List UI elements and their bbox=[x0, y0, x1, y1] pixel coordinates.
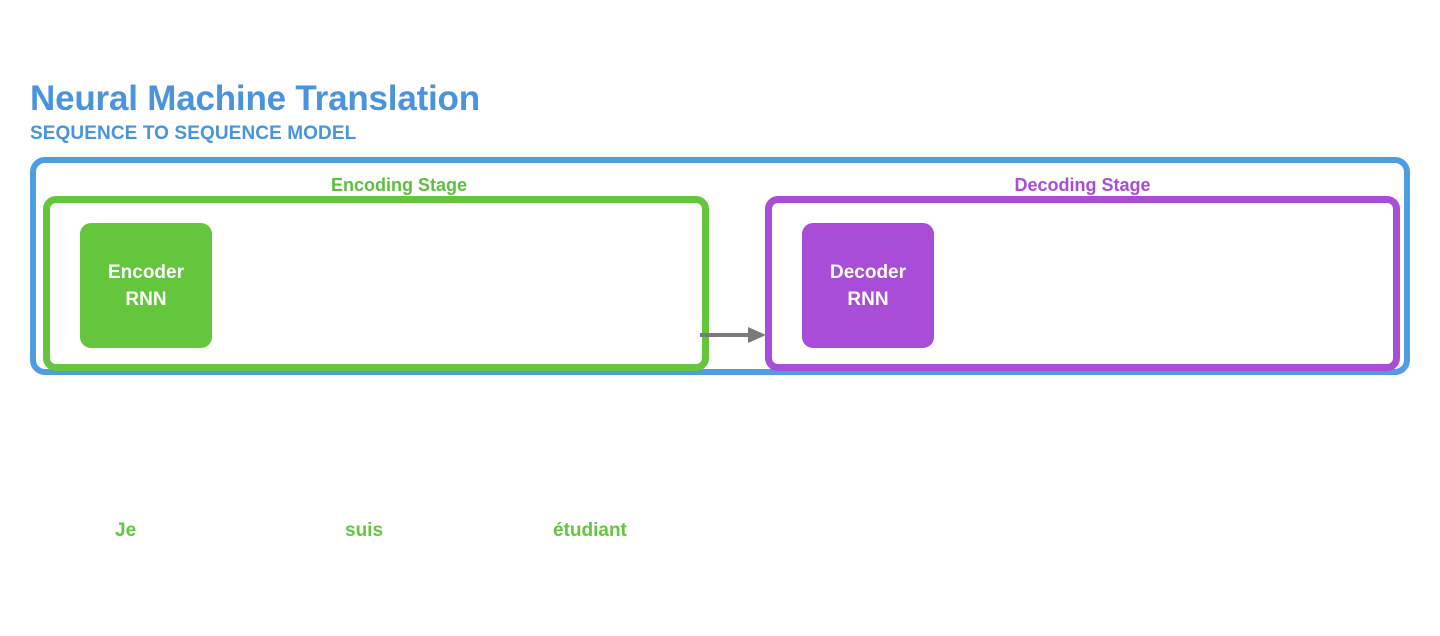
decoder-rnn-label-line1: Decoder bbox=[829, 261, 907, 283]
encoding-stage-panel: Encoder RNN bbox=[43, 196, 709, 371]
seq2seq-model-frame: Encoding Stage Decoding Stage Encoder RN… bbox=[30, 157, 1410, 375]
encoder-rnn-label-line2: RNN bbox=[125, 288, 167, 310]
source-word: Je bbox=[115, 520, 137, 541]
decoder-rnn-block: Decoder RNN bbox=[802, 223, 934, 348]
encoding-stage-label: Encoding Stage bbox=[330, 175, 467, 195]
header: Neural Machine Translation SEQUENCE TO S… bbox=[30, 78, 930, 146]
page-title: Neural Machine Translation bbox=[30, 79, 480, 118]
decoder-rnn-label-line2: RNN bbox=[847, 288, 889, 310]
encoder-rnn-block: Encoder RNN bbox=[80, 223, 212, 348]
encoder-rnn-label-line1: Encoder bbox=[107, 261, 185, 283]
decoding-stage-label: Decoding Stage bbox=[1014, 175, 1151, 195]
page-subtitle: SEQUENCE TO SEQUENCE MODEL bbox=[30, 123, 357, 144]
source-word: suis bbox=[345, 520, 384, 541]
decoding-stage-panel: Decoder RNN bbox=[765, 196, 1400, 371]
arrow-right-icon bbox=[700, 327, 766, 343]
source-word: étudiant bbox=[553, 520, 627, 541]
